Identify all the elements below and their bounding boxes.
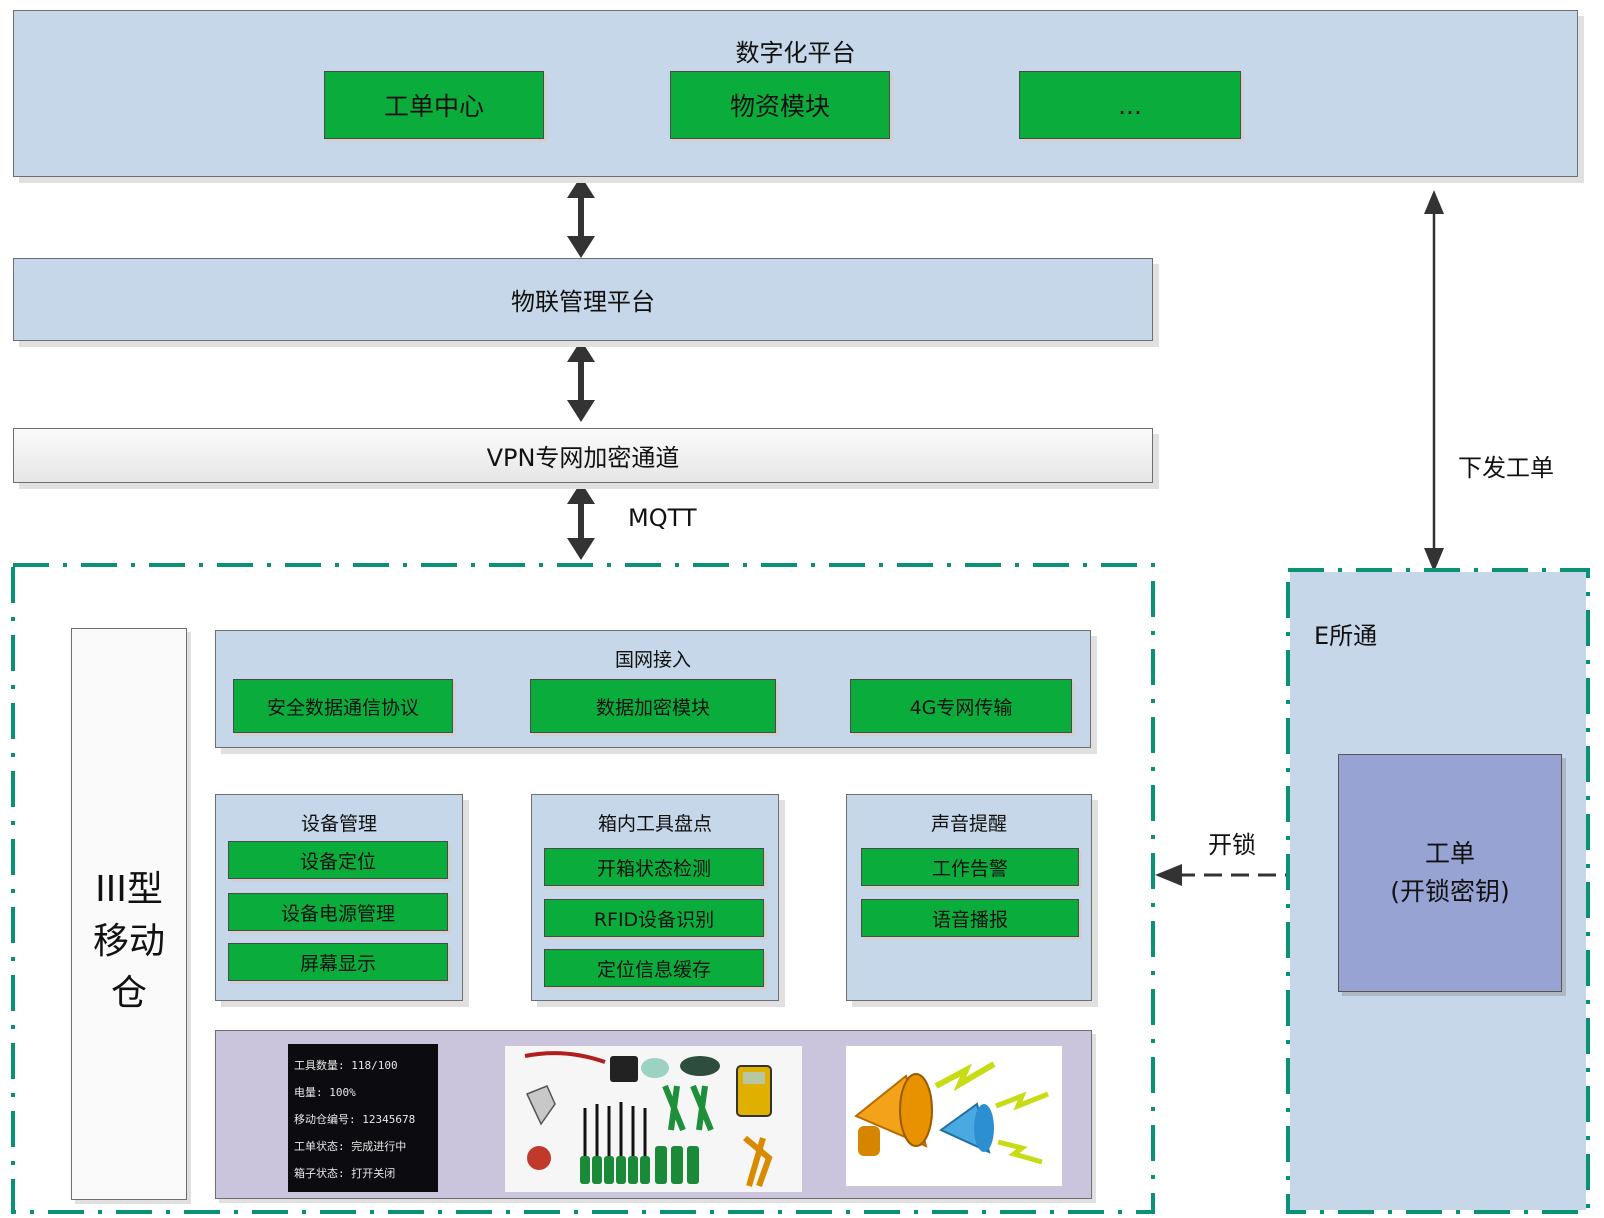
device-location-module[interactable]: 设备定位: [228, 841, 448, 879]
4g-network-module[interactable]: 4G专网传输: [850, 679, 1072, 733]
digital-platform-title: 数字化平台: [735, 39, 856, 67]
tool-inventory-group: 箱内工具盘点 开箱状态检测 RFID设备识别 定位信息缓存: [531, 794, 779, 1001]
unlock-label: 开锁: [1208, 831, 1256, 859]
digital-platform-layer: 数字化平台 工单中心 物资模块 ...: [13, 10, 1578, 177]
tool-inventory-title: 箱内工具盘点: [597, 813, 712, 835]
device-management-group: 设备管理 设备定位 设备电源管理 屏幕显示: [215, 794, 463, 1001]
mqtt-label: MQTT: [628, 504, 697, 532]
e-station-title: E所通: [1314, 622, 1378, 650]
arrow-issue-work-order: [1424, 190, 1444, 572]
grid-access-group: 国网接入 安全数据通信协议 数据加密模块 4G专网传输: [215, 630, 1091, 748]
location-cache-module[interactable]: 定位信息缓存: [544, 949, 764, 987]
arrow-iot-vpn: [567, 340, 595, 422]
e-station-panel: E所通 工单 (开锁密钥): [1290, 572, 1586, 1210]
arrow-digital-iot: [567, 176, 595, 258]
work-alarm-module[interactable]: 工作告警: [861, 848, 1079, 886]
warehouse-title-line-1: III型: [95, 869, 163, 910]
warehouse-title-panel: III型 移动 仓: [71, 628, 187, 1200]
screen-line-battery: 电量: 100%: [294, 1086, 356, 1099]
work-order-box[interactable]: 工单 (开锁密钥): [1338, 754, 1562, 992]
voice-broadcast-module[interactable]: 语音播报: [861, 899, 1079, 937]
tools-photo: [505, 1046, 802, 1192]
work-order-label: 工单: [1424, 839, 1475, 868]
megaphone-illustration: [854, 1061, 1049, 1165]
e-station-dashed-border: [1286, 568, 1590, 1214]
grid-access-title: 国网接入: [614, 649, 691, 671]
warehouse-title-line-3: 仓: [110, 973, 147, 1014]
voice-reminder-title: 声音提醒: [930, 813, 1007, 835]
megaphone-picture: [846, 1046, 1062, 1186]
arrow-unlock: [1155, 864, 1330, 886]
warehouse-dashed-border: [11, 563, 1155, 1214]
iot-platform-layer: 物联管理平台: [13, 258, 1153, 341]
device-screen-image: 工具数量: 118/100 电量: 100% 移动仓编号: 12345678 工…: [288, 1044, 438, 1192]
rfid-recognition-module[interactable]: RFID设备识别: [544, 899, 764, 937]
data-encryption-module[interactable]: 数据加密模块: [530, 679, 776, 733]
unlock-key-label: (开锁密钥): [1390, 877, 1510, 906]
screen-line-work-order-status: 工单状态: 完成进行中: [294, 1140, 407, 1153]
screen-line-box-status: 箱子状态: 打开关闭: [294, 1167, 396, 1180]
secure-protocol-module[interactable]: 安全数据通信协议: [233, 679, 453, 733]
module-more[interactable]: ...: [1019, 71, 1241, 139]
issue-work-order-label: 下发工单: [1458, 454, 1554, 482]
module-work-order-center[interactable]: 工单中心: [324, 71, 544, 139]
box-open-detection-module[interactable]: 开箱状态检测: [544, 848, 764, 886]
device-management-title: 设备管理: [300, 813, 377, 835]
screen-display-module[interactable]: 屏幕显示: [228, 943, 448, 981]
module-materials[interactable]: 物资模块: [670, 71, 890, 139]
tools-illustration: [524, 1051, 773, 1188]
device-power-module[interactable]: 设备电源管理: [228, 893, 448, 931]
media-panel: 工具数量: 118/100 电量: 100% 移动仓编号: 12345678 工…: [215, 1030, 1092, 1199]
vpn-channel-layer: VPN专网加密通道: [13, 428, 1153, 483]
voice-reminder-group: 声音提醒 工作告警 语音播报: [846, 794, 1092, 1001]
arrow-vpn-warehouse: [567, 482, 595, 560]
screen-line-warehouse-id: 移动仓编号: 12345678: [294, 1113, 416, 1126]
screen-line-tool-count: 工具数量: 118/100: [294, 1059, 398, 1072]
warehouse-title-line-2: 移动: [92, 921, 165, 962]
